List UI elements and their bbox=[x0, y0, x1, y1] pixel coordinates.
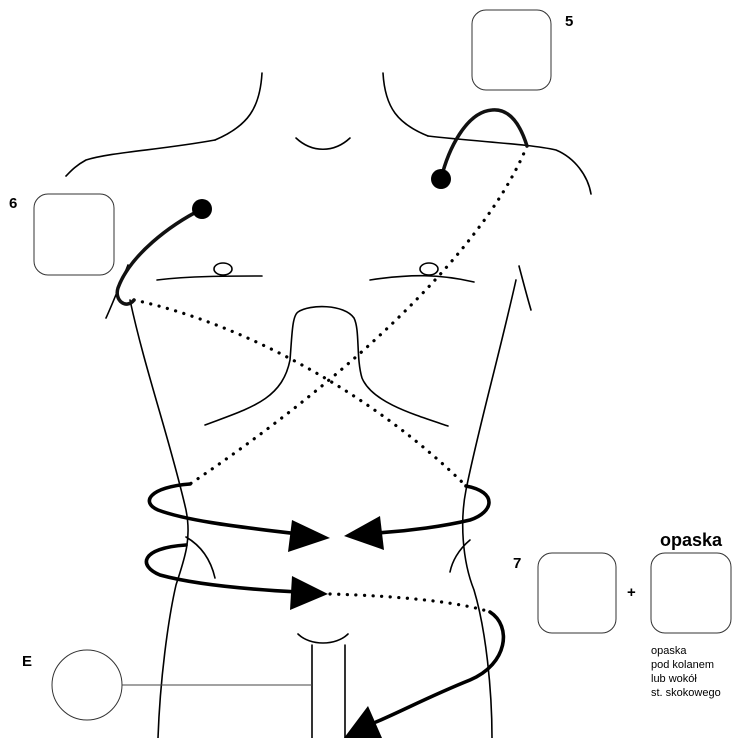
cable-dotted-right-shoulder-to-waist bbox=[190, 146, 527, 484]
band-upper-left-loop bbox=[149, 484, 298, 534]
label-5: 5 bbox=[565, 13, 573, 30]
box-5 bbox=[472, 10, 551, 90]
label-6: 6 bbox=[9, 195, 17, 212]
circle-e bbox=[52, 650, 122, 720]
lead-6-cable bbox=[117, 209, 202, 304]
band-note-line-3: lub wokół bbox=[651, 673, 697, 685]
band-note-line-4: st. skokowego bbox=[651, 687, 721, 699]
shoulder-left bbox=[66, 140, 215, 176]
callout-6: 6 bbox=[9, 194, 114, 275]
label-7: 7 bbox=[513, 555, 521, 572]
cable-dotted-left-to-waist bbox=[134, 300, 466, 486]
band-note-line-1: opaska bbox=[651, 645, 687, 657]
band-lower-loop bbox=[146, 545, 298, 592]
torso-side-left bbox=[130, 300, 188, 738]
arrowhead-upper-right bbox=[344, 516, 384, 550]
neck-right bbox=[383, 73, 428, 136]
pectoral-left bbox=[157, 276, 262, 280]
band-note-line-2: pod kolanem bbox=[651, 659, 714, 671]
band-leg-loop bbox=[376, 612, 503, 722]
band-upper-right-loop bbox=[376, 486, 489, 533]
pectoral-right bbox=[370, 276, 474, 282]
nipple-left bbox=[214, 263, 232, 275]
groin-curve bbox=[298, 634, 348, 643]
cable-dotted-waist-to-leg bbox=[330, 594, 490, 612]
collar-notch bbox=[296, 138, 350, 149]
electrode-5-dot bbox=[431, 169, 451, 189]
callout-e: E bbox=[22, 650, 312, 720]
armpit-right-line bbox=[519, 266, 531, 310]
box-7 bbox=[538, 553, 616, 633]
belt-bands bbox=[146, 484, 503, 738]
box-6 bbox=[34, 194, 114, 275]
callout-5: 5 bbox=[472, 10, 573, 90]
arrowhead-lower bbox=[290, 576, 328, 610]
callout-7: 7 + opaska opaska pod kolanem lub wokół … bbox=[513, 530, 731, 699]
torso-outline bbox=[66, 73, 591, 738]
nipple-right bbox=[420, 263, 438, 275]
band-title: opaska bbox=[660, 530, 723, 550]
electrode-6-dot bbox=[192, 199, 212, 219]
sternum-outline bbox=[205, 307, 448, 426]
box-band bbox=[651, 553, 731, 633]
label-e: E bbox=[22, 653, 32, 670]
arrowhead-upper-left bbox=[288, 520, 330, 552]
neck-left bbox=[215, 73, 262, 140]
hip-left bbox=[186, 537, 215, 578]
plus-sign: + bbox=[627, 584, 636, 601]
